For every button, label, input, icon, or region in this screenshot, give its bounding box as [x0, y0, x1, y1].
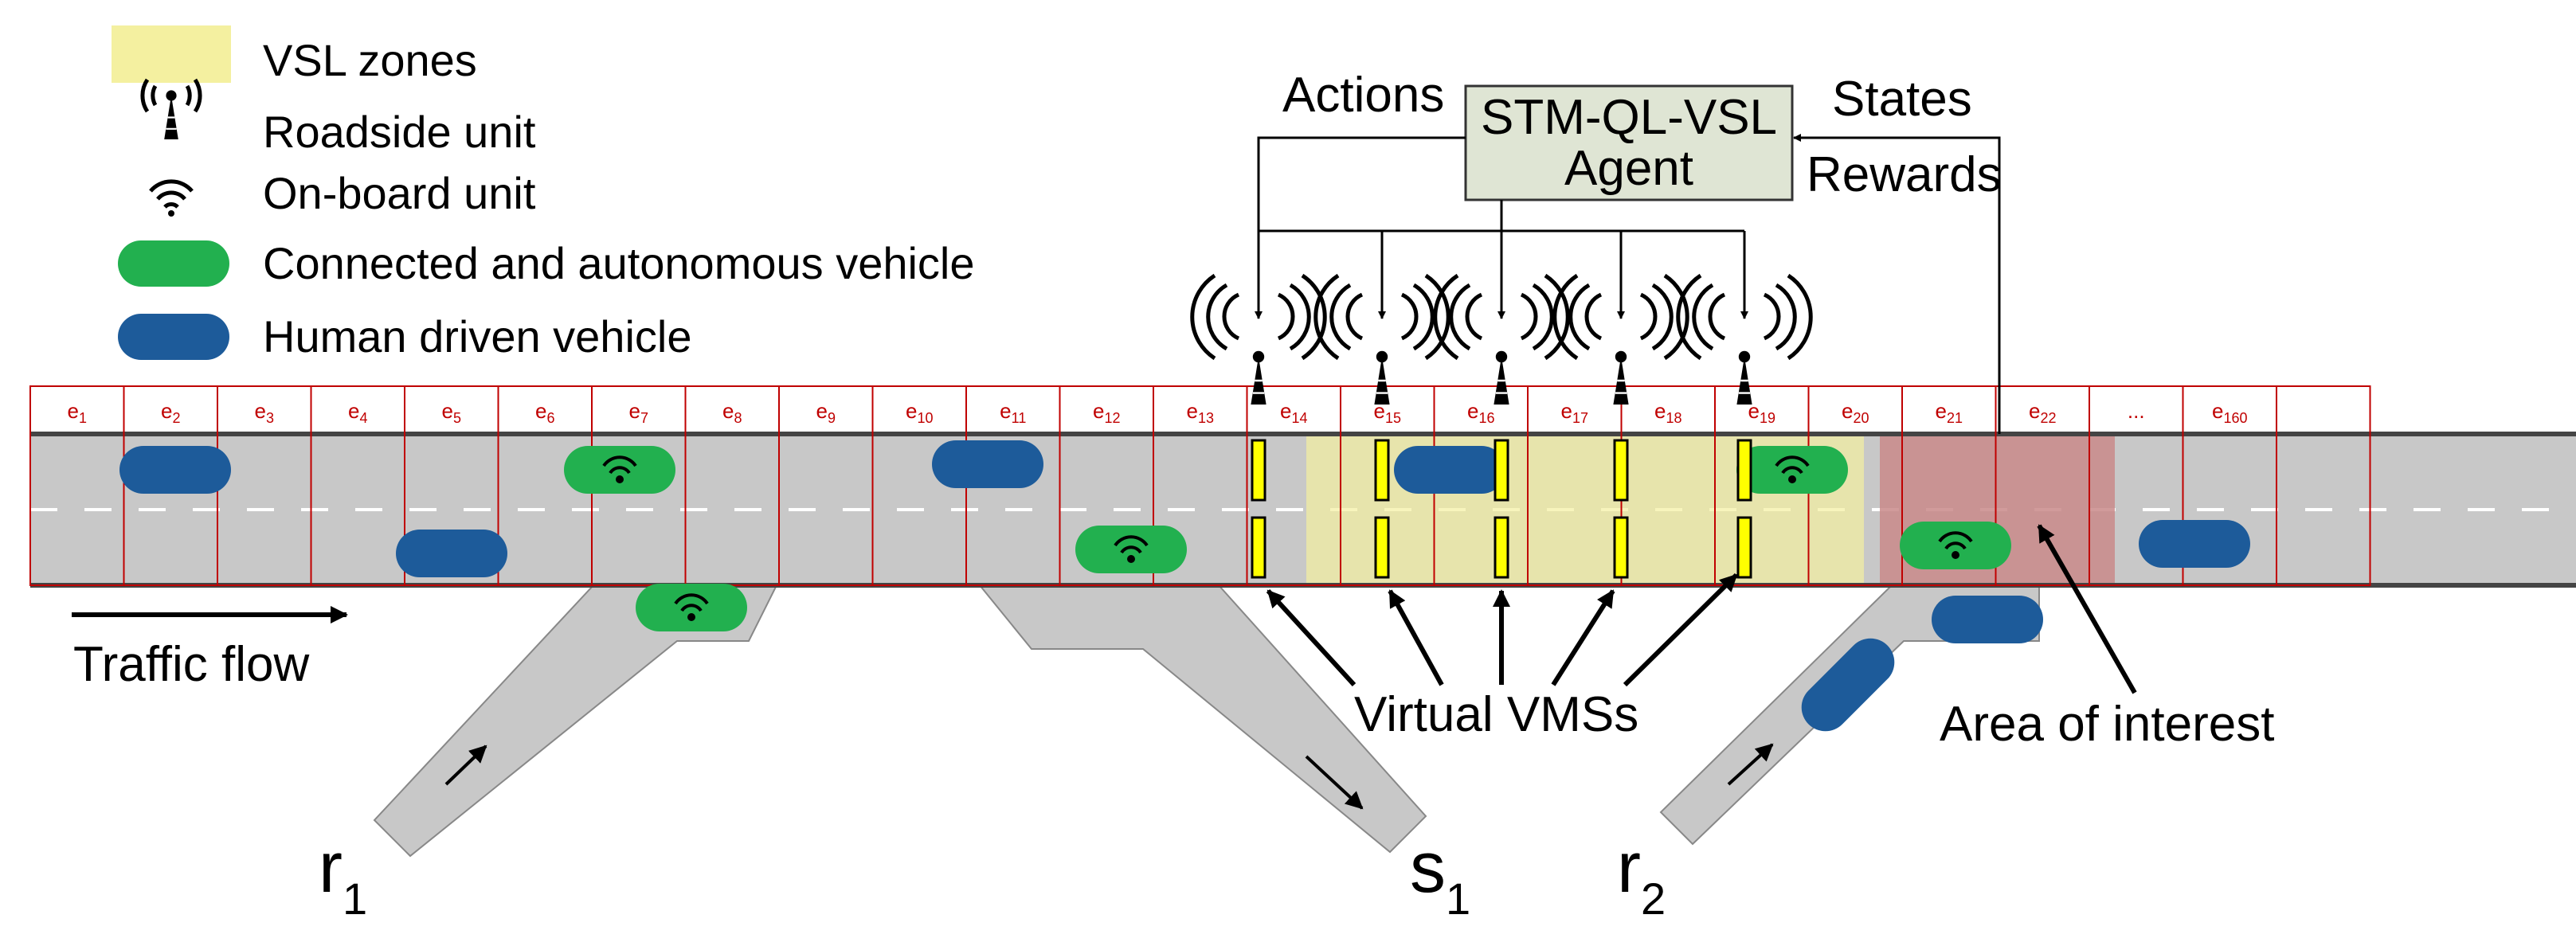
segment-label: e8 [722, 399, 742, 426]
vsl-zone-swatch [112, 25, 231, 83]
rewards-label: Rewards [1807, 147, 2002, 202]
roadside-unit-icon [1373, 350, 1391, 406]
virtual-vms-label: Virtual VMSs [1354, 687, 1638, 742]
agent-box [1464, 84, 1794, 201]
segment-label: e9 [816, 399, 836, 426]
area-of-interest-label: Area of interest [1940, 697, 2274, 752]
legend-vsl-zones: VSL zones [263, 35, 477, 85]
segment-label: e12 [1093, 399, 1121, 426]
segment-label: ... [2128, 399, 2145, 423]
vms-pointer [1623, 573, 1739, 687]
hdv-vehicle [2139, 520, 2250, 568]
ramp-s1-label: s1 [1410, 828, 1470, 924]
segment-label: e22 [2029, 399, 2057, 426]
vms-sign [1736, 516, 1752, 579]
vms-sign [1494, 516, 1509, 579]
ramp-r1-label: r1 [319, 828, 367, 924]
area-pointer [2037, 524, 2137, 694]
segment-label: e13 [1187, 399, 1215, 426]
vms-sign [1736, 439, 1752, 502]
states-line [1793, 134, 2001, 434]
vms-sign [1251, 439, 1266, 502]
hdv-vehicle [1801, 638, 1895, 732]
roadside-units [1190, 273, 1813, 406]
cav-vehicle [1075, 526, 1187, 573]
agent-title-line1: STM-QL-VSL [1481, 90, 1777, 145]
roadside-unit-icon [1612, 350, 1630, 406]
onboard-unit-icon [149, 179, 194, 217]
segment-label: e18 [1654, 399, 1682, 426]
cav-vehicle [564, 446, 675, 494]
onboard-unit-icon [602, 455, 1973, 621]
segment-label: e16 [1467, 399, 1495, 426]
hdv-vehicle [932, 440, 1043, 488]
segment-label: e19 [1748, 399, 1776, 426]
vms-pointer [1266, 588, 1357, 687]
hdv-vehicle [1394, 446, 1505, 494]
cav-swatch [118, 240, 229, 287]
ramp-r1-arrow [444, 745, 487, 786]
actions-line [1257, 136, 1466, 231]
hdv-vehicle [119, 446, 231, 494]
segment-label: e17 [1561, 399, 1589, 426]
roadside-unit-icon [1736, 350, 1753, 406]
legend-onboard-unit: On-board unit [263, 168, 536, 218]
legend-cav: Connected and autonomous vehicle [263, 238, 975, 288]
segment-label: e160 [2212, 399, 2248, 426]
segment-label: e1 [68, 399, 87, 426]
segment-label: e3 [255, 399, 274, 426]
vms-sign [1613, 516, 1629, 579]
agent-loop: STM-QL-VSL Agent Actions States Rewards [1255, 68, 2002, 434]
segment-label: e14 [1280, 399, 1308, 426]
segment-label: e2 [161, 399, 180, 426]
radio-waves [1190, 273, 1813, 361]
segment-label: e15 [1374, 399, 1402, 426]
roadside-unit-icon [1493, 350, 1510, 406]
hdv-vehicle [1932, 596, 2043, 643]
vms-sign [1613, 439, 1629, 502]
cav-vehicle [636, 584, 747, 631]
segment-label: e11 [1000, 399, 1026, 426]
cav-vehicle [1736, 446, 1848, 494]
legend: VSL zones Roadside unit On-board unit Co… [112, 25, 975, 362]
segment-label: e10 [906, 399, 934, 426]
vms-pointer [1388, 589, 1444, 686]
legend-roadside-unit: Roadside unit [263, 107, 536, 157]
cav-vehicle [1900, 522, 2011, 569]
agent-title-line2: Agent [1564, 141, 1693, 196]
roadside-unit-icon [1250, 350, 1267, 406]
traffic-flow-label: Traffic flow [73, 637, 310, 692]
segment-label: e7 [629, 399, 648, 426]
annotations: Traffic flow Virtual VMSs Area of intere… [72, 524, 2274, 924]
ramp-s1-arrow [1305, 755, 1364, 810]
actions-label: Actions [1282, 68, 1444, 123]
vms-sign [1494, 439, 1509, 502]
hdv-swatch [118, 314, 229, 360]
ramps [373, 584, 2040, 858]
segment-label: e5 [442, 399, 461, 426]
segment-label: e4 [348, 399, 367, 426]
legend-hdv: Human driven vehicle [263, 311, 691, 362]
states-label: States [1832, 72, 1972, 127]
ramp-r2-label: r2 [1617, 828, 1666, 924]
segment-cell [2276, 385, 2371, 586]
virtual-vms-signs [1251, 439, 1752, 579]
vehicles [119, 440, 2250, 732]
segment-label: e6 [535, 399, 554, 426]
vms-sign [1251, 516, 1266, 579]
vms-sign [1374, 439, 1390, 502]
vms-sign [1374, 516, 1390, 579]
vms-pointer [1551, 589, 1615, 686]
segment-label: e20 [1842, 399, 1869, 426]
ramp-r2-arrow [1727, 743, 1774, 786]
segment-label: e21 [1936, 399, 1963, 426]
roadside-unit-icon [140, 78, 202, 141]
hdv-vehicle [396, 530, 507, 577]
